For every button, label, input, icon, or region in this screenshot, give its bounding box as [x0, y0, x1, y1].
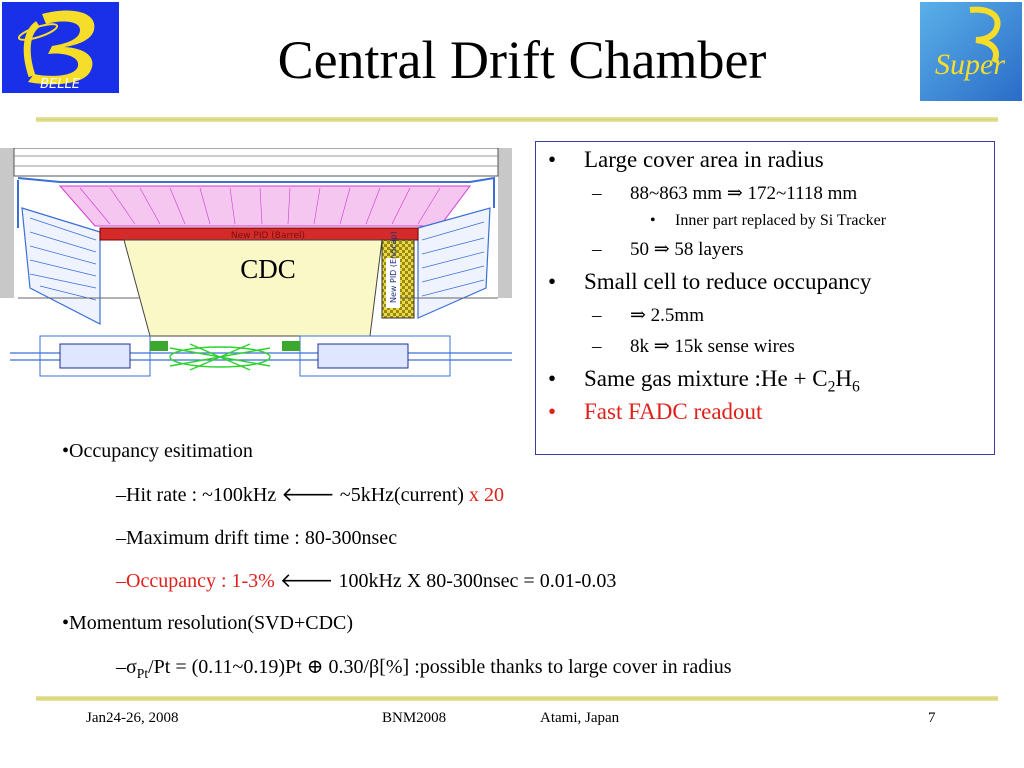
dash-marker: –	[592, 239, 602, 260]
summary-subitem: ⇒ 2.5mm	[630, 305, 704, 326]
summary-box: • Large cover area in radius – 88~863 mm…	[535, 141, 995, 455]
detector-diagram: New PID (Barrel) CDC New PID (Endcap)	[0, 148, 512, 383]
hit-rate-line: –Hit rate : ~100kHz 🡐 ~5kHz(current) x 2…	[116, 484, 504, 506]
super-logo-text: Super	[935, 48, 1005, 81]
occupancy-heading: •Occupancy esitimation	[62, 440, 253, 462]
momentum-resolution-line: –σPt/Pt = (0.11~0.19)Pt ⊕ 0.30/β[%] :pos…	[116, 656, 732, 681]
slide-title: Central Drift Chamber	[277, 30, 767, 90]
momentum-heading: •Momentum resolution(SVD+CDC)	[62, 612, 354, 634]
summary-subitem: 8k ⇒ 15k sense wires	[630, 336, 795, 357]
drift-time-line: –Maximum drift time : 80-300nsec	[116, 527, 398, 549]
summary-subsubitem: Inner part replaced by Si Tracker	[675, 212, 887, 229]
pid-endcap-label: New PID (Endcap)	[389, 231, 398, 303]
footer-location: Atami, Japan	[540, 710, 620, 726]
summary-subitem: 50 ⇒ 58 layers	[630, 239, 744, 260]
dash-marker: –	[592, 183, 602, 204]
dash-marker: –	[592, 305, 602, 326]
bottom-divider	[36, 696, 998, 701]
summary-item-fadc: Fast FADC readout	[584, 399, 763, 424]
belle-logo-text: BELLE	[40, 77, 81, 92]
super-belle-logo: Super	[920, 2, 1022, 101]
bullet-marker: •	[548, 366, 557, 391]
dash-marker: –	[592, 336, 602, 357]
cdc-label: CDC	[240, 254, 296, 284]
footer-conference: BNM2008	[382, 710, 447, 726]
belle-logo: BELLE	[2, 2, 119, 93]
summary-item: Large cover area in radius	[584, 147, 824, 172]
bullet-marker: •	[548, 147, 557, 172]
bullet-marker: •	[650, 212, 656, 229]
top-divider	[36, 117, 998, 122]
footer-date: Jan24-26, 2008	[86, 710, 179, 726]
occupancy-line: –Occupancy : 1-3% 🡐 100kHz X 80-300nsec …	[116, 570, 617, 592]
summary-subitem: 88~863 mm ⇒ 172~1118 mm	[630, 183, 858, 204]
summary-item: Small cell to reduce occupancy	[584, 269, 872, 294]
pid-barrel-label: New PID (Barrel)	[231, 231, 305, 241]
summary-item-gas: Same gas mixture :He + C2H6	[584, 366, 860, 396]
bullet-marker: •	[548, 269, 557, 294]
bullet-marker: •	[548, 399, 557, 424]
left-arrow-icon: 🡐	[281, 484, 335, 506]
left-arrow-icon: 🡐	[279, 570, 334, 592]
footer-page-number: 7	[928, 710, 936, 726]
